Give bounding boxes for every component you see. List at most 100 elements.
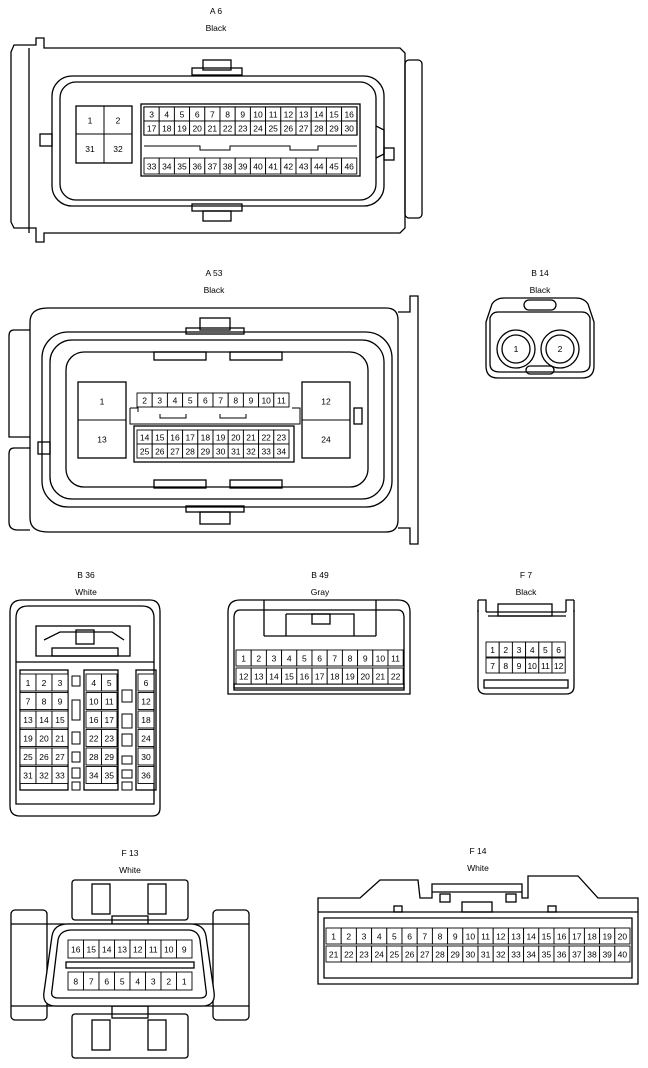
b36-pin-21: 21 — [51, 729, 69, 747]
svg-text:36: 36 — [557, 950, 567, 960]
svg-text:17: 17 — [147, 124, 157, 134]
a6-pin-36: 36 — [189, 157, 206, 175]
svg-text:16: 16 — [344, 110, 354, 120]
svg-text:21: 21 — [55, 734, 65, 744]
b49-pin-20: 20 — [357, 667, 374, 685]
svg-text:1: 1 — [331, 932, 336, 942]
a6-pin-34: 34 — [158, 157, 175, 175]
svg-text:28: 28 — [185, 447, 195, 457]
b49-pin-14: 14 — [265, 667, 283, 685]
svg-text:9: 9 — [58, 697, 63, 707]
a53-pin-26: 26 — [151, 443, 168, 459]
svg-text:1: 1 — [241, 654, 246, 664]
connector-a53-id: A 53 — [205, 268, 222, 278]
b36-pin-1: 1 — [19, 673, 37, 692]
svg-text:9: 9 — [240, 110, 245, 120]
f13-pin-13: 13 — [114, 939, 131, 959]
svg-text:18: 18 — [141, 715, 151, 725]
a53-pin-11: 11 — [273, 392, 290, 408]
connector-f13-color: White — [119, 865, 141, 875]
a53-pin-19: 19 — [212, 429, 229, 445]
svg-text:16: 16 — [89, 715, 99, 725]
a53-pin-34: 34 — [273, 443, 290, 459]
svg-text:16: 16 — [300, 672, 310, 682]
svg-text:11: 11 — [277, 396, 286, 406]
a53-pin-16: 16 — [166, 429, 184, 445]
svg-text:12: 12 — [133, 945, 143, 955]
a53-pin-27: 27 — [166, 443, 184, 459]
svg-text:29: 29 — [329, 124, 339, 134]
svg-text:4: 4 — [530, 645, 535, 655]
svg-text:8: 8 — [503, 661, 508, 671]
f14-pin-2: 2 — [340, 927, 357, 945]
svg-text:18: 18 — [330, 672, 340, 682]
svg-text:9: 9 — [363, 654, 368, 664]
f14-pin-26: 26 — [401, 945, 418, 963]
f14-pin-12: 12 — [492, 927, 509, 945]
a6-pin-9: 9 — [234, 106, 251, 122]
a6-pin-24: 24 — [249, 120, 267, 136]
svg-text:20: 20 — [360, 672, 370, 682]
svg-text:7: 7 — [26, 697, 31, 707]
b36-pin-13: 13 — [19, 710, 37, 729]
a53-pin-21: 21 — [242, 429, 260, 445]
svg-text:33: 33 — [261, 447, 271, 457]
svg-text:5: 5 — [392, 932, 397, 942]
svg-text:37: 37 — [208, 162, 218, 172]
a6-pin-26: 26 — [280, 120, 297, 136]
svg-text:39: 39 — [602, 950, 612, 960]
b49-pin-13: 13 — [250, 667, 267, 685]
a6-pin-33: 33 — [143, 157, 160, 175]
b36-pin-6: 6 — [137, 673, 155, 692]
a53-pin-2: 2 — [136, 392, 153, 408]
a6-pin-7: 7 — [204, 106, 221, 122]
f14-pin-25: 25 — [386, 945, 403, 963]
svg-text:6: 6 — [317, 654, 322, 664]
svg-text:29: 29 — [201, 447, 211, 457]
a6-pin-25: 25 — [265, 120, 282, 136]
svg-text:30: 30 — [344, 124, 354, 134]
a53-pin-24: 24 — [321, 435, 331, 445]
svg-text:31: 31 — [23, 771, 33, 781]
b36-pin-35: 35 — [101, 766, 118, 784]
b36-pin-19: 19 — [19, 729, 37, 747]
svg-text:10: 10 — [253, 110, 263, 120]
svg-text:5: 5 — [188, 396, 193, 406]
svg-text:6: 6 — [195, 110, 200, 120]
connector-a53-color: Black — [204, 285, 226, 295]
svg-text:35: 35 — [177, 162, 187, 172]
connector-b14-id: B 14 — [531, 268, 549, 278]
svg-text:2: 2 — [346, 932, 351, 942]
svg-text:24: 24 — [321, 435, 331, 445]
svg-text:4: 4 — [377, 932, 382, 942]
a53-pin-31: 31 — [227, 443, 244, 459]
svg-text:10: 10 — [261, 396, 271, 406]
b14-pin-1: 1 — [496, 329, 536, 369]
f14-pin-24: 24 — [371, 945, 388, 963]
svg-text:15: 15 — [87, 945, 97, 955]
a6-pin-5: 5 — [173, 106, 191, 122]
a53-pin-5: 5 — [182, 392, 199, 408]
svg-text:3: 3 — [157, 396, 162, 406]
f14-pin-28: 28 — [431, 945, 449, 963]
a6-pin-14: 14 — [310, 106, 327, 122]
connector-f14-id: F 14 — [469, 846, 486, 856]
connector-b36-id: B 36 — [77, 570, 95, 580]
svg-text:1: 1 — [490, 645, 495, 655]
svg-text:21: 21 — [246, 433, 256, 443]
f14-pin-6: 6 — [401, 927, 418, 945]
f14-pin-31: 31 — [477, 945, 494, 963]
svg-text:24: 24 — [253, 124, 263, 134]
svg-text:20: 20 — [192, 124, 202, 134]
svg-text:39: 39 — [238, 162, 248, 172]
connector-f7-color: Black — [516, 587, 538, 597]
svg-text:2: 2 — [558, 344, 563, 354]
b36-pin-23: 23 — [101, 729, 118, 747]
svg-text:34: 34 — [277, 447, 287, 457]
svg-text:38: 38 — [587, 950, 597, 960]
svg-text:15: 15 — [329, 110, 339, 120]
svg-text:6: 6 — [556, 645, 561, 655]
svg-text:16: 16 — [71, 945, 81, 955]
